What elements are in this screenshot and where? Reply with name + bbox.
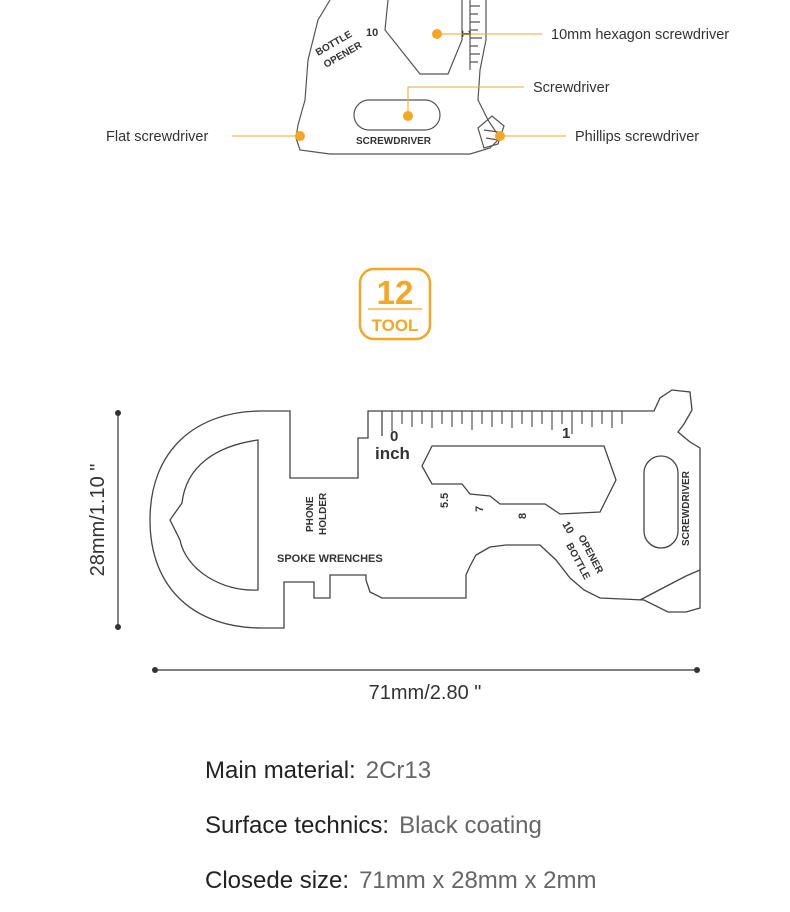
badge-label: TOOL	[372, 316, 419, 335]
phone-label: PHONE	[305, 496, 316, 532]
callout-phillips: Phillips screwdriver	[495, 129, 699, 145]
spec-main-material: Main material: 2Cr13	[205, 757, 431, 785]
spec-value: 71mm x 28mm x 2mm	[359, 867, 597, 894]
svg-text:Screwdriver: Screwdriver	[533, 80, 610, 96]
top-screwdriver-text: SCREWDRIVER	[356, 136, 432, 147]
callout-screwdriver: Screwdriver	[403, 80, 610, 121]
height-dimension-label: 28mm/1.10 "	[87, 464, 109, 577]
spec-label: Surface technics:	[205, 812, 390, 839]
spec-value: 2Cr13	[365, 757, 432, 784]
tool-outline	[149, 389, 701, 629]
svg-text:Phillips screwdriver: Phillips screwdriver	[575, 129, 699, 145]
badge-number: 12	[377, 274, 414, 311]
spoke-wrenches-label: SPOKE WRENCHES	[277, 553, 383, 565]
width-dimension-label: 71mm/2.80 "	[369, 682, 482, 704]
top-ten-text: 10	[366, 27, 378, 39]
main-tool-diagram	[149, 389, 701, 629]
spec-label: Closede size:	[205, 867, 350, 894]
ruler-one: 1	[562, 425, 570, 442]
top-tool-diagram	[295, 0, 505, 155]
spec-value: Black coating	[399, 812, 542, 839]
size-8: 8	[517, 513, 529, 519]
spec-label: Main material:	[205, 757, 356, 784]
svg-text:Flat screwdriver: Flat screwdriver	[106, 129, 208, 145]
screwdriver-label: SCREWDRIVER	[681, 470, 692, 546]
holder-label: HOLDER	[318, 492, 329, 535]
width-dimension: 71mm/2.80 "	[152, 667, 700, 704]
spec-closed-size: Closede size: 71mm x 28mm x 2mm	[205, 867, 596, 895]
size-55: 5.5	[439, 493, 451, 508]
tool-count-badge: 12 TOOL	[358, 267, 432, 341]
ruler-zero: 0	[390, 428, 398, 445]
spec-surface-technics: Surface technics: Black coating	[205, 812, 542, 840]
height-dimension: 28mm/1.10 "	[87, 410, 121, 630]
callout-hexagon: 10mm hexagon screwdriver	[432, 27, 729, 43]
callout-flat-screwdriver: Flat screwdriver	[106, 129, 305, 145]
ruler-ticks	[391, 411, 623, 434]
size-10: 10	[559, 520, 576, 537]
svg-text:10mm hexagon screwdriver: 10mm hexagon screwdriver	[551, 27, 729, 43]
ruler-inch: inch	[375, 444, 410, 463]
size-7: 7	[474, 506, 486, 512]
